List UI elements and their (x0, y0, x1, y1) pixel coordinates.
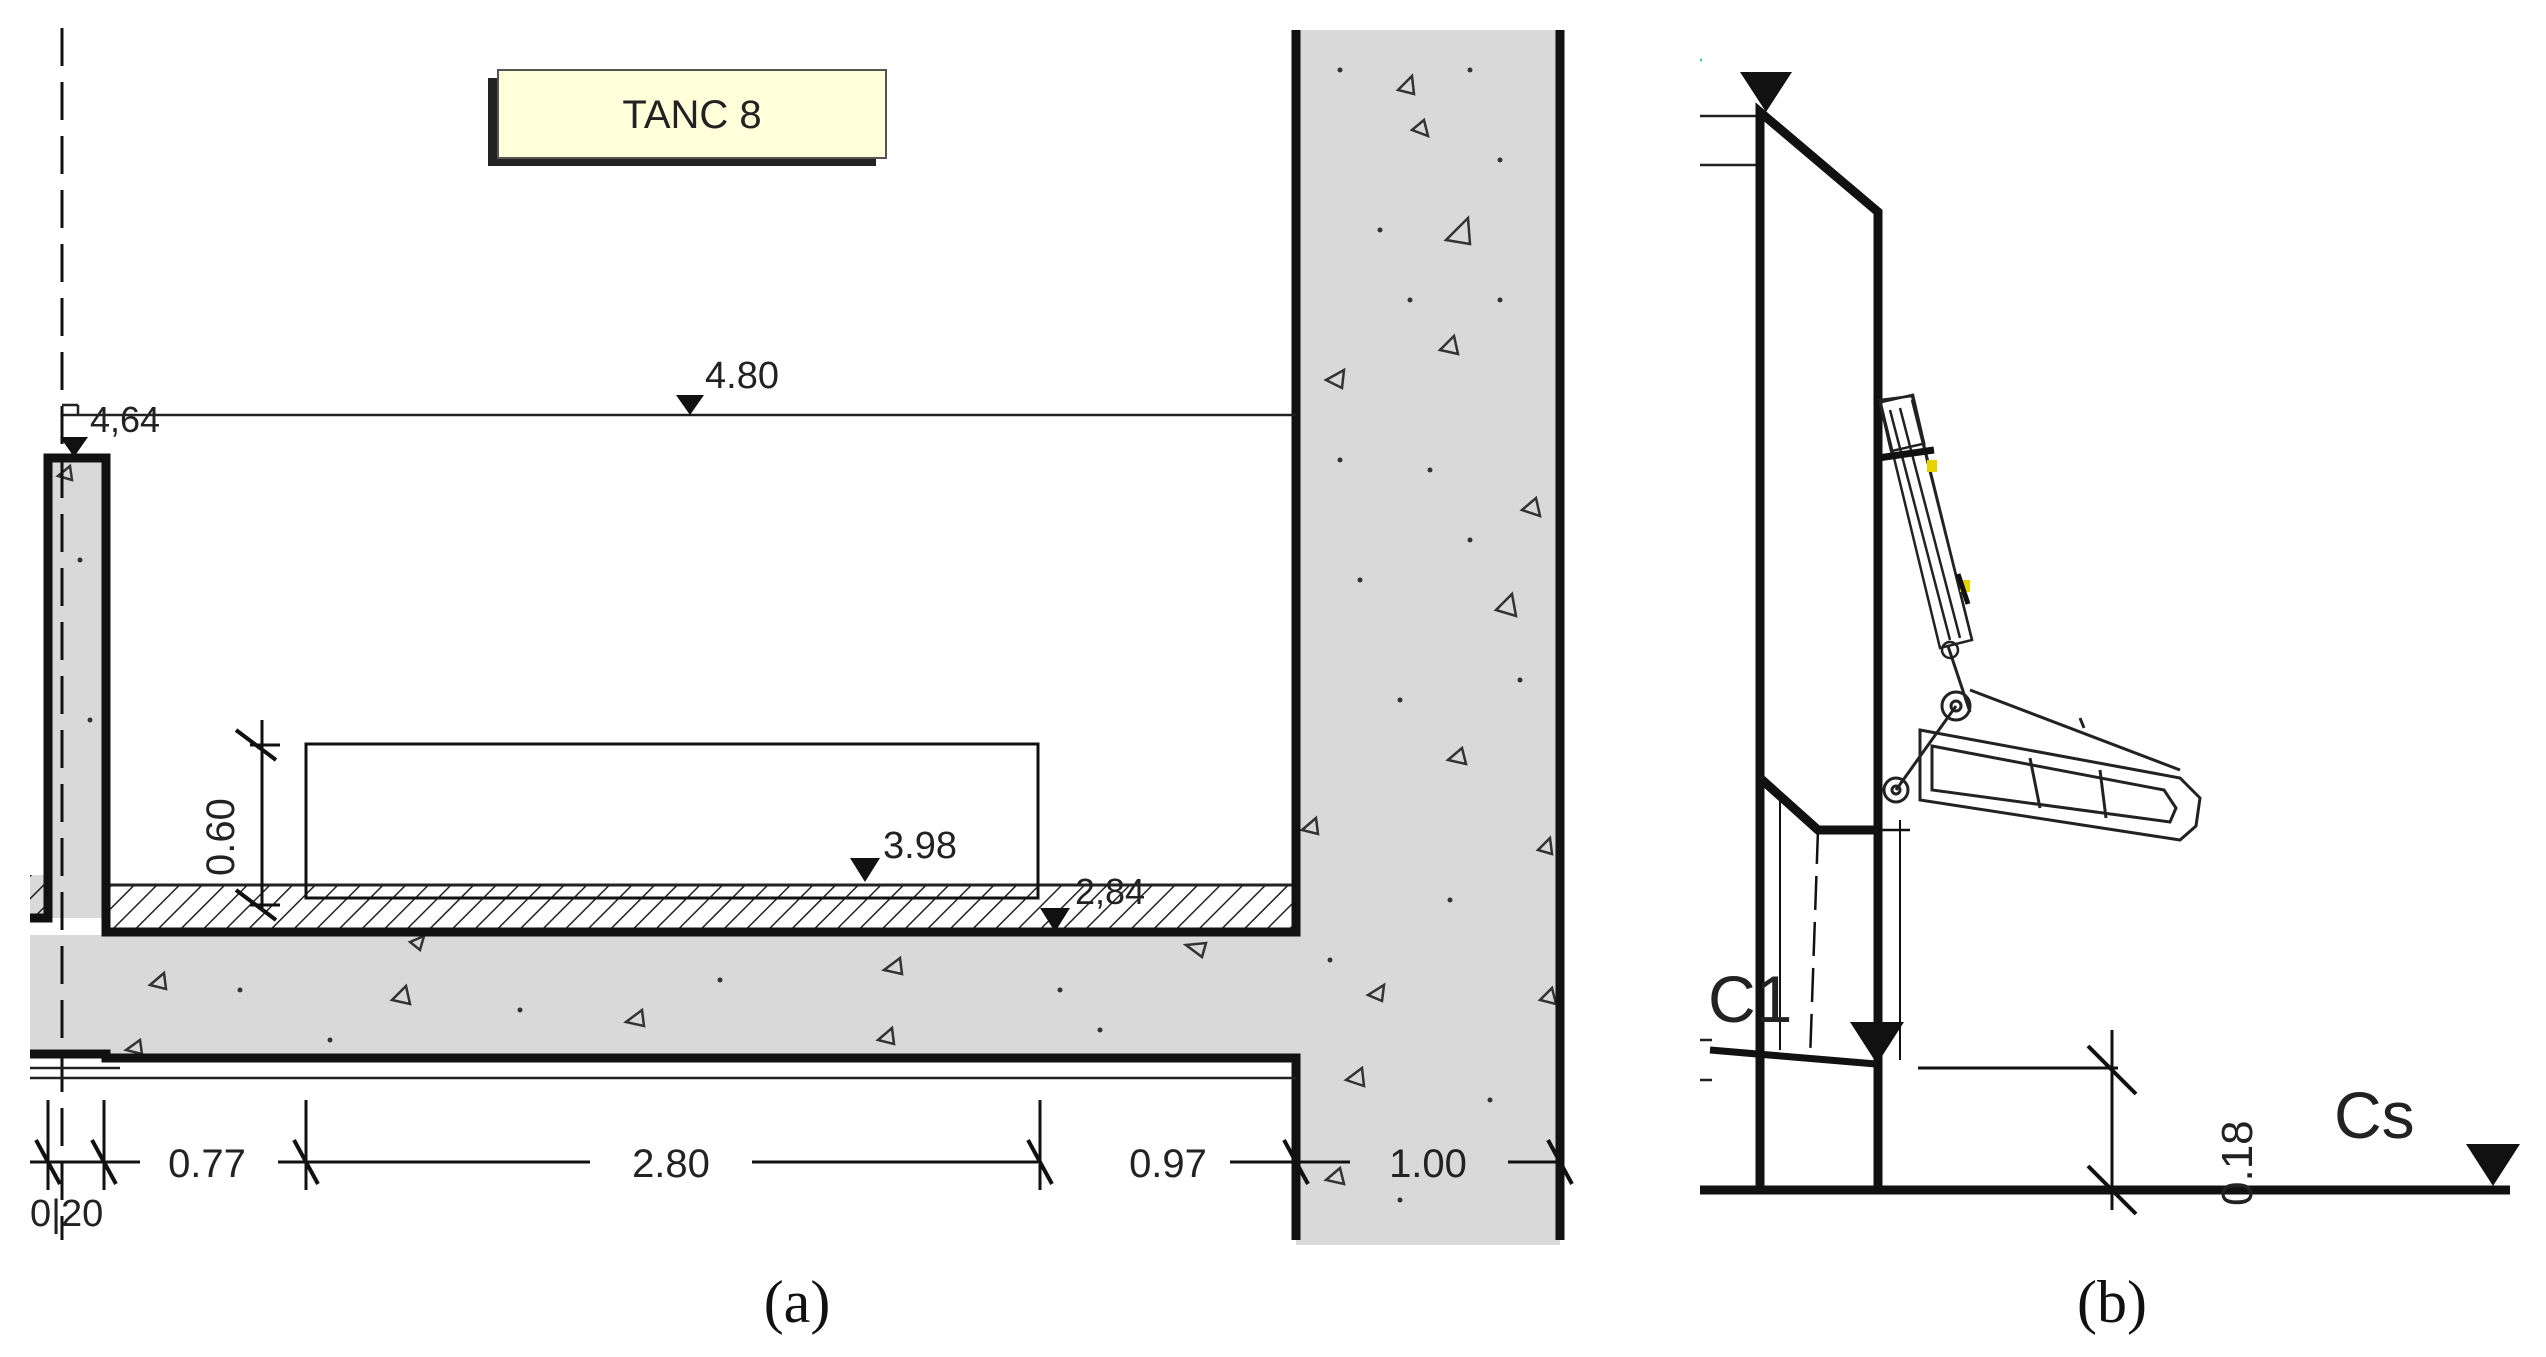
panel-a-drawing: TANC 8 4.80 4,64 3.98 2,84 0.60 (30, 28, 1574, 1335)
hydraulic-cylinder (1877, 393, 1974, 713)
level-inner: 3.98 (883, 825, 957, 867)
left-concrete-wall (48, 458, 106, 918)
dim-vertical-018: 0.18 (2213, 1120, 2262, 1206)
level-marker-bottom (1040, 908, 1070, 932)
invert-line-c1 (1709, 1046, 1877, 1068)
floor-slab (30, 935, 1298, 1057)
concrete-dots (77, 67, 1523, 1203)
dim-280: 2.80 (632, 1142, 710, 1186)
title-box (497, 69, 887, 159)
flap-arm (1882, 688, 2202, 842)
dim-097: 0.97 (1129, 1142, 1207, 1186)
level-marker-wall (60, 437, 88, 457)
concrete-aggregate (55, 73, 1558, 1186)
gate-body (1755, 102, 1883, 835)
dim-077: 0.77 (168, 1142, 246, 1186)
level-marker-top (676, 395, 704, 415)
caption-b: (b) (2077, 1269, 2147, 1335)
structure-outline (30, 30, 1565, 1240)
horizontal-dimensions (30, 1100, 1574, 1190)
dim-100: 1.00 (1389, 1142, 1467, 1186)
level-marker-b-top (1740, 72, 1792, 112)
level-top: 4.80 (705, 355, 779, 397)
label-c1: C1 (1708, 962, 1792, 1036)
vertical-dimension-a (234, 720, 280, 922)
dim-vertical-060: 0.60 (199, 798, 243, 876)
dim-left-020: 0|20 (30, 1193, 103, 1235)
level-marker-c1 (1850, 1022, 1904, 1064)
base-pier (1755, 778, 1910, 1190)
tank-title: TANC 8 (622, 93, 761, 137)
vertical-dimension-b (1918, 1030, 2138, 1216)
caption-a: (a) (764, 1269, 831, 1335)
level-marker-inner (850, 858, 880, 882)
level-wall-top: 4,64 (90, 399, 160, 440)
level-marker-cs (2466, 1144, 2520, 1186)
right-concrete-wall (1296, 30, 1560, 1245)
label-cs: Cs (2334, 1078, 2415, 1152)
panel-b-drawing: C1 Cs 0.18 (b) (1700, 58, 2520, 1335)
equipment-box (304, 742, 1040, 900)
level-bottom: 2,84 (1075, 871, 1145, 912)
